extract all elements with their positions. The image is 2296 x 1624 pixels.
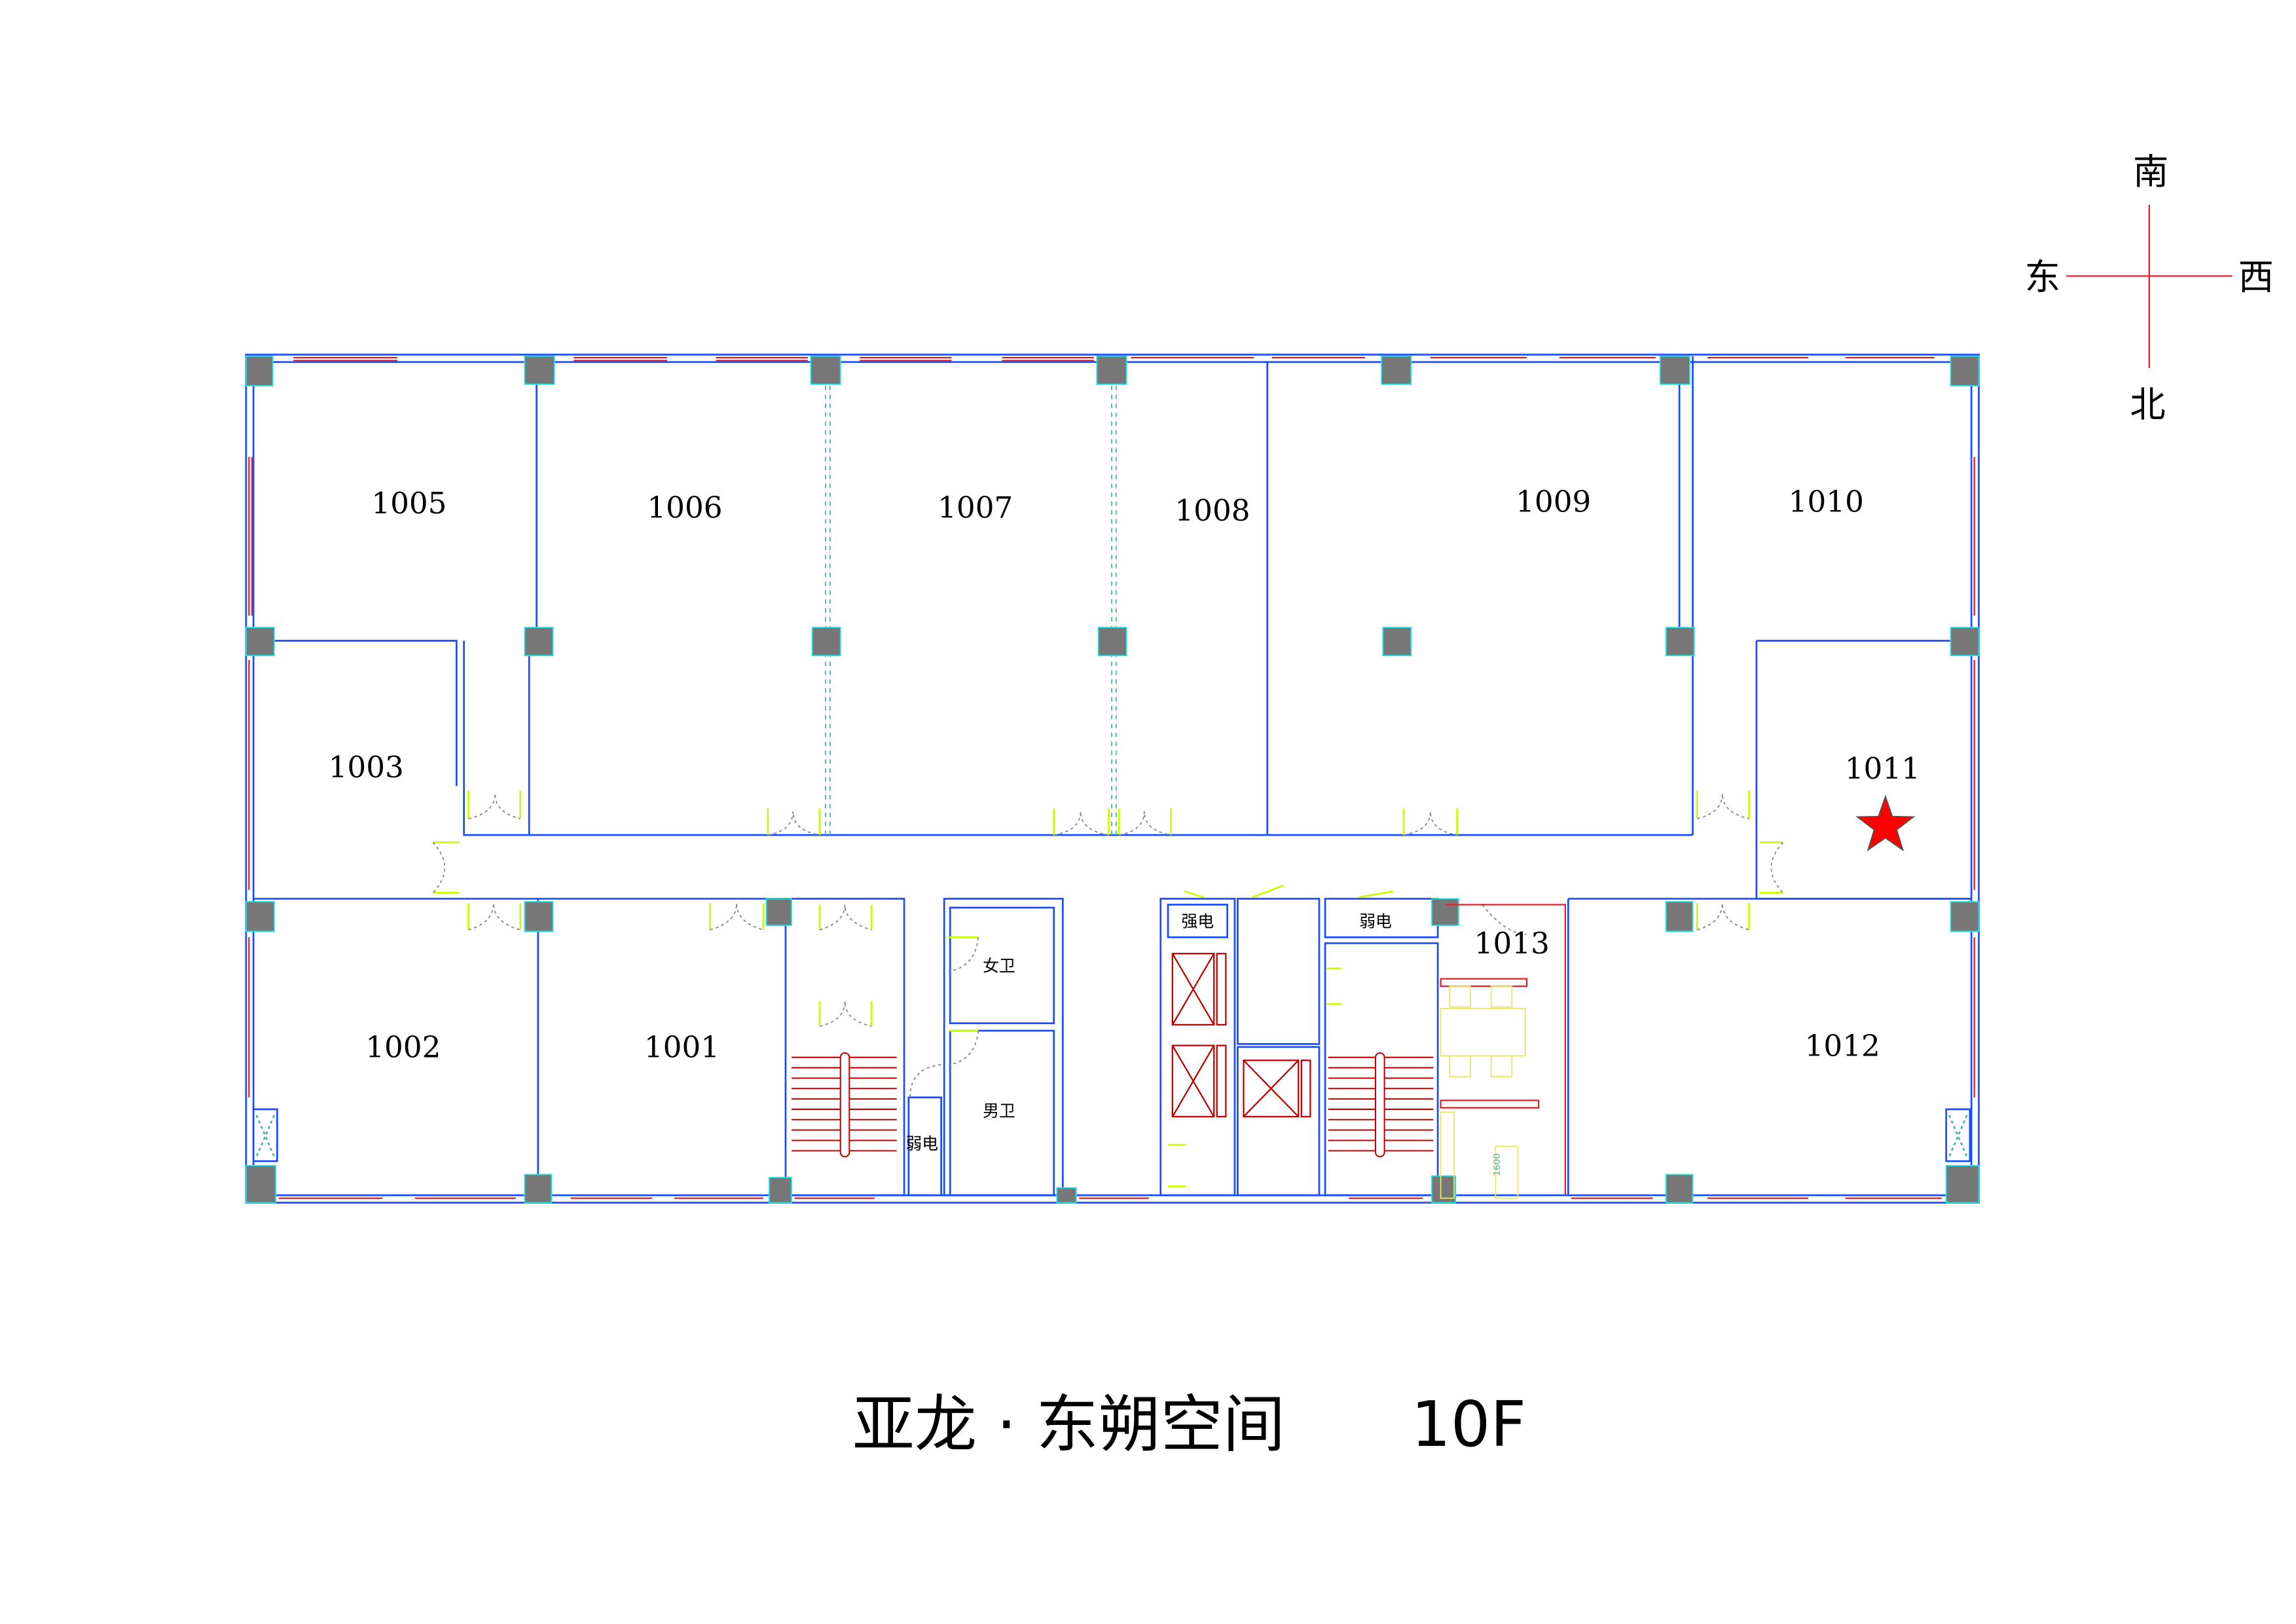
room-1010-label[interactable]: 1010 bbox=[1789, 485, 1864, 519]
womens-restroom-label: 女卫 bbox=[983, 956, 1015, 975]
room-1012-label[interactable]: 1012 bbox=[1805, 1028, 1880, 1063]
floor-label: 10F bbox=[1411, 1389, 1526, 1461]
glass-partitions bbox=[825, 386, 1117, 836]
exterior-walls bbox=[245, 354, 1980, 1204]
corner-shafts bbox=[252, 1108, 1971, 1162]
columns bbox=[245, 355, 1980, 1204]
elevators bbox=[1171, 953, 1311, 1118]
building-title: 亚龙 · 东朔空间 bbox=[852, 1389, 1285, 1461]
low-voltage-room-right-label: 弱电 bbox=[1359, 912, 1392, 931]
room-1013-label[interactable]: 1013 bbox=[1474, 926, 1550, 961]
compass-west: 西 bbox=[2238, 257, 2274, 298]
compass-north: 北 bbox=[2130, 384, 2165, 426]
room-1001-label[interactable]: 1001 bbox=[644, 1030, 720, 1065]
room-1007-label[interactable]: 1007 bbox=[938, 490, 1013, 525]
mens-restroom-label: 男卫 bbox=[983, 1101, 1015, 1120]
room-1009-label[interactable]: 1009 bbox=[1516, 485, 1591, 519]
room-labels: 1005 1006 1007 1008 1009 1010 1003 1011 … bbox=[329, 485, 1920, 1154]
location-star-icon bbox=[1855, 794, 1916, 852]
room-1011-label[interactable]: 1011 bbox=[1845, 751, 1920, 786]
room-1002-label[interactable]: 1002 bbox=[365, 1030, 441, 1065]
low-voltage-room-left-label: 弱电 bbox=[905, 1134, 938, 1153]
room-1003-label[interactable]: 1003 bbox=[329, 750, 404, 784]
compass-south: 南 bbox=[2133, 151, 2168, 193]
high-voltage-room-label: 强电 bbox=[1181, 912, 1214, 931]
doors bbox=[432, 790, 1784, 1188]
room-1005-label[interactable]: 1005 bbox=[371, 486, 446, 521]
dimension-note: 1600 bbox=[1492, 1153, 1503, 1176]
interior-walls bbox=[253, 356, 1972, 1196]
compass-east: 东 bbox=[2025, 257, 2060, 298]
room-1008-label[interactable]: 1008 bbox=[1175, 493, 1250, 528]
stairs bbox=[791, 1052, 1434, 1158]
room-1006-label[interactable]: 1006 bbox=[647, 490, 722, 525]
room-1013-walls: 1600 bbox=[1440, 904, 1566, 1199]
compass: 南 东 西 北 bbox=[2025, 151, 2274, 425]
